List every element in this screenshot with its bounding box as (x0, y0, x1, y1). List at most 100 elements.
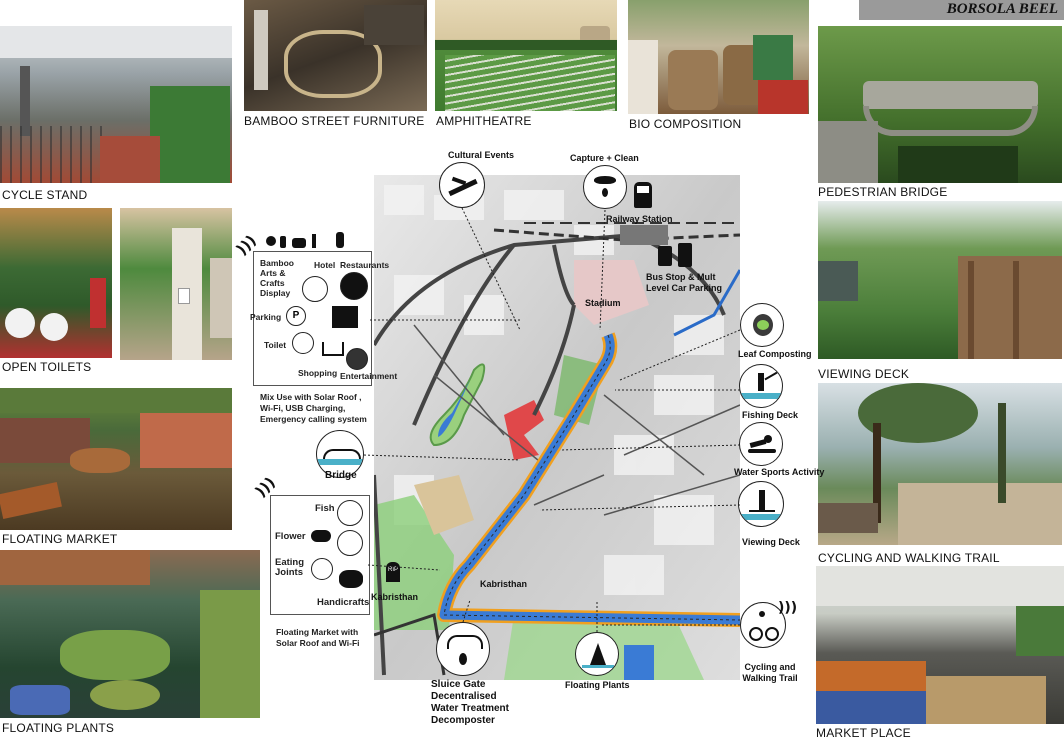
pedestrian-bridge-caption: PEDESTRIAN BRIDGE (818, 185, 948, 199)
sluice-label-1: Sluice Gate (431, 679, 486, 690)
cycling-trail-icon (740, 602, 786, 648)
usb-icon (312, 234, 316, 248)
open-toilets-photo-1 (0, 208, 112, 358)
sluice-label-4: Decomposter (431, 715, 495, 726)
solar-sun-icon (266, 236, 276, 246)
mixed-use-box: Bamboo Arts & Crafts Display Hotel Resta… (250, 251, 397, 386)
toilet-icon (292, 332, 314, 354)
cycling-walking-line-2: Walking Trail (742, 673, 798, 683)
blue-channel-right (673, 269, 740, 337)
floating-market-caption-line-1: Floating Market with (276, 627, 359, 637)
walk-icon (280, 236, 286, 248)
eating-icon (311, 558, 333, 580)
bus-icon (658, 246, 672, 266)
cultural-events-icon (439, 162, 485, 208)
stadium-area (574, 260, 649, 325)
tan-area (414, 475, 474, 535)
eating-label: Eating Joints (275, 558, 304, 578)
page-title: BORSOLA BEEL (946, 1, 1058, 17)
title-banner: BORSOLA BEEL (859, 0, 1064, 20)
eating-line-2: Joints (275, 567, 303, 578)
hotel-building-icon (332, 306, 358, 328)
bamboo-furniture-caption: BAMBOO STREET FURNITURE (244, 114, 425, 128)
floating-market-box: Fish Flower Eating Joints Handicrafts (270, 495, 370, 615)
floating-plants-photo (0, 550, 260, 718)
fishing-deck-label: Fishing Deck (742, 410, 799, 420)
viewing-deck-caption: VIEWING DECK (818, 367, 910, 381)
bus-stop-label-1: Bus Stop & Mult (646, 272, 716, 282)
amphitheatre-photo (435, 0, 617, 111)
leaf-composting-icon (740, 303, 784, 347)
kabristan-label-1: Kabristhan (480, 579, 528, 589)
bamboo-line-2: Arts & (260, 268, 286, 278)
parking-meter-icon (678, 243, 692, 267)
floating-market-caption: FLOATING MARKET (2, 532, 118, 546)
fish-icon (337, 500, 363, 526)
person-icon (336, 232, 344, 248)
floating-market-caption-line-2: Solar Roof and Wi-Fi (276, 638, 360, 648)
floating-plants-caption: FLOATING PLANTS (2, 721, 115, 735)
retention-pond (624, 645, 654, 680)
railway-station-label: Railway Station (606, 214, 673, 224)
pedestrian-bridge-photo (818, 26, 1062, 183)
bio-composition-photo (628, 0, 809, 114)
cycling-walking-line-1: Cycling and (744, 662, 796, 672)
water-sports-icon (739, 422, 783, 466)
parking-icon: P (286, 306, 306, 326)
toilet-label: Toilet (264, 340, 287, 350)
kabristan-label-2: Kabristhan (371, 592, 419, 602)
bamboo-label: Bamboo Arts & Crafts Display (260, 258, 294, 298)
fishing-deck-icon (739, 364, 783, 408)
bus-stop-label-2: Level Car Parking (646, 283, 723, 293)
bridge-icon (316, 430, 364, 478)
shopping-label: Shopping (298, 368, 338, 378)
market-place-caption: MARKET PLACE (816, 726, 911, 740)
bio-composition-caption: BIO COMPOSITION (629, 117, 742, 131)
mixed-use-caption-line-2: Wi-Fi, USB Charging, (260, 403, 346, 413)
floating-market-photo (0, 388, 232, 530)
capture-clean-icon (583, 165, 627, 209)
canal-water (439, 333, 740, 625)
amphitheatre-caption: AMPHITHEATRE (436, 114, 532, 128)
floating-plants-icon (575, 632, 619, 676)
bridge-label: Bridge (325, 470, 357, 481)
open-toilets-photo-2 (120, 208, 232, 360)
sluice-label-3: Water Treatment (431, 703, 509, 714)
hotel-label: Hotel (314, 260, 336, 270)
railway-station-building (620, 225, 668, 245)
group-icon (292, 238, 306, 248)
restaurants-label: Restaurants (340, 260, 390, 270)
bamboo-line-3: Crafts (260, 278, 285, 288)
shopping-cart-icon (322, 342, 344, 356)
cycling-trail-caption: CYCLING AND WALKING TRAIL (818, 551, 1000, 565)
cultural-events-label: Cultural Events (448, 150, 515, 160)
floating-plants-label: Floating Plants (565, 680, 630, 690)
sluice-gate-icon (436, 622, 490, 676)
flower-label: Flower (275, 531, 306, 542)
handicraft-icon (339, 570, 363, 588)
train-icon (634, 182, 652, 208)
water-sports-label: Water Sports Activity (734, 467, 825, 477)
flower-icon (311, 530, 331, 542)
entertainment-label: Entertainment (340, 371, 398, 381)
market-place-photo (816, 566, 1064, 724)
cycle-stand-caption: CYCLE STAND (2, 188, 88, 202)
bamboo-line-4: Display (260, 288, 291, 298)
capture-clean-label: Capture + Clean (570, 153, 639, 163)
bamboo-line-1: Bamboo (260, 258, 294, 268)
cycle-stand-photo (0, 26, 232, 183)
restaurant-icon (340, 272, 368, 300)
entertainment-icon (346, 348, 368, 370)
mixed-use-caption: Mix Use with Solar Roof , Wi-Fi, USB Cha… (260, 392, 367, 425)
leaf-composting-label: Leaf Composting (738, 349, 812, 359)
open-toilets-caption: OPEN TOILETS (2, 360, 92, 374)
viewing-deck-icon (738, 481, 784, 527)
mixed-use-caption-line-3: Emergency calling system (260, 414, 367, 424)
mixed-use-caption-line-1: Mix Use with Solar Roof , (260, 392, 362, 402)
sluice-label-2: Decentralised (431, 691, 497, 702)
boat-icon (337, 530, 363, 556)
stadium-label: Stadium (585, 298, 621, 308)
cycling-trail-photo (818, 383, 1062, 545)
eating-line-1: Eating (275, 557, 305, 568)
